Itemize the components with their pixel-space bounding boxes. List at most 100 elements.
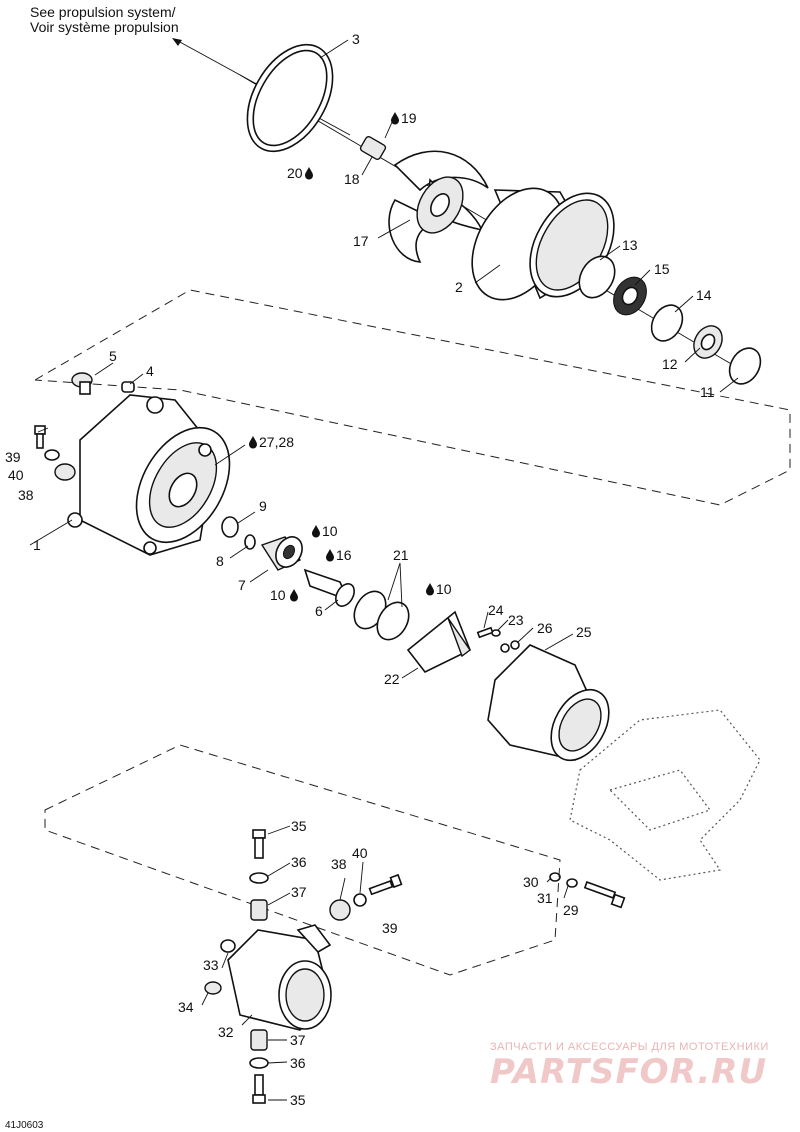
part-39-screw-right bbox=[368, 873, 403, 896]
part-39-screw-left bbox=[34, 425, 46, 449]
leader-lines bbox=[29, 39, 739, 1101]
watermark-brand: PARTSFOR.RU bbox=[490, 1052, 767, 1092]
part-11-o-ring bbox=[728, 347, 762, 385]
oil-drop-icon bbox=[391, 112, 399, 125]
callout-23: 23 bbox=[508, 612, 524, 628]
callout-1: 1 bbox=[33, 537, 41, 553]
callout-15: 15 bbox=[654, 261, 670, 277]
part-2-liner bbox=[471, 187, 615, 301]
callout-18: 18 bbox=[344, 171, 360, 187]
part-24-screw bbox=[476, 626, 494, 639]
callout-31: 31 bbox=[537, 890, 553, 906]
callout-37-upper: 37 bbox=[291, 884, 307, 900]
callout-12: 12 bbox=[662, 356, 678, 372]
part-37-bushing-lower bbox=[250, 1029, 268, 1051]
oil-drop-icon bbox=[426, 583, 434, 596]
reference-note-line-2: Voir système propulsion bbox=[30, 19, 179, 35]
part-33-nut bbox=[220, 939, 236, 953]
oil-drop-icon bbox=[305, 167, 313, 180]
callout-24: 24 bbox=[488, 602, 504, 618]
part-18-sleeve bbox=[359, 135, 387, 161]
figure-code: 41J0603 bbox=[5, 1120, 44, 1131]
callout-19: 19 bbox=[401, 110, 417, 126]
part-4-pin bbox=[121, 381, 135, 393]
callout-labels: 3 19 20 18 17 2 13 15 14 12 11 5 4 27,28… bbox=[5, 31, 715, 1108]
part-26-o-ring-a bbox=[500, 643, 510, 653]
callout-35-lower: 35 bbox=[290, 1092, 306, 1108]
part-7-bearing bbox=[260, 536, 303, 571]
part-1-pump-housing bbox=[67, 394, 231, 556]
part-13-snap-ring bbox=[578, 255, 616, 299]
callout-40-left: 40 bbox=[8, 467, 24, 483]
part-35-bolt-upper bbox=[252, 829, 266, 859]
part-29-bolt bbox=[583, 881, 626, 909]
callout-40-right: 40 bbox=[352, 845, 368, 861]
callout-7: 7 bbox=[238, 577, 246, 593]
reference-note-line-1: See propulsion system/ bbox=[30, 4, 176, 20]
callout-22: 22 bbox=[384, 671, 400, 687]
callout-39-left: 39 bbox=[5, 449, 21, 465]
callout-6: 6 bbox=[315, 603, 323, 619]
callout-36-lower: 36 bbox=[290, 1055, 306, 1071]
part-36-washer-upper bbox=[249, 872, 269, 884]
callout-10-a: 10 bbox=[322, 523, 338, 539]
callout-17: 17 bbox=[353, 233, 369, 249]
callout-16: 16 bbox=[336, 547, 352, 563]
callout-38-right: 38 bbox=[331, 856, 347, 872]
part-31-washer bbox=[566, 878, 578, 888]
callout-26: 26 bbox=[537, 620, 553, 636]
callout-37-lower: 37 bbox=[290, 1032, 306, 1048]
callout-11: 11 bbox=[700, 384, 715, 400]
callout-10-b: 10 bbox=[270, 587, 286, 603]
oil-drop-icon bbox=[312, 525, 320, 538]
part-22-cone bbox=[406, 610, 472, 674]
part-3-wear-ring bbox=[246, 43, 334, 153]
callout-35-upper: 35 bbox=[291, 818, 307, 834]
callout-33: 33 bbox=[203, 957, 219, 973]
callout-25: 25 bbox=[576, 624, 592, 640]
hull-bracket-detail bbox=[608, 769, 711, 831]
callout-27-28: 27,28 bbox=[259, 434, 294, 450]
callout-3: 3 bbox=[352, 31, 360, 47]
part-15-seal bbox=[613, 276, 647, 316]
callout-14: 14 bbox=[696, 287, 712, 303]
callout-5: 5 bbox=[109, 348, 117, 364]
hull-bracket-outline bbox=[569, 709, 761, 881]
part-9-ring bbox=[221, 516, 239, 538]
part-23-washer bbox=[491, 629, 501, 637]
part-26-o-ring-b bbox=[510, 640, 520, 650]
callout-29: 29 bbox=[563, 902, 579, 918]
part-30-washer bbox=[549, 872, 561, 882]
callout-38-left: 38 bbox=[18, 487, 34, 503]
callout-8: 8 bbox=[216, 553, 224, 569]
part-6-shaft bbox=[303, 568, 355, 607]
callout-39-right: 39 bbox=[382, 920, 398, 936]
callout-36-upper: 36 bbox=[291, 854, 307, 870]
part-34-nut bbox=[204, 981, 222, 995]
part-8-o-ring bbox=[244, 534, 256, 550]
callout-9: 9 bbox=[259, 498, 267, 514]
part-12-bearing bbox=[693, 325, 723, 359]
part-40-washer-right bbox=[353, 893, 367, 907]
oil-drop-icon bbox=[290, 589, 298, 602]
part-17-impeller bbox=[388, 150, 489, 263]
part-36-washer-lower bbox=[249, 1057, 269, 1069]
reference-arrowhead bbox=[172, 38, 182, 46]
callout-2: 2 bbox=[455, 279, 463, 295]
oil-drop-icon bbox=[326, 549, 334, 562]
watermark-tagline: ЗАПЧАСТИ И АКСЕССУАРЫ ДЛЯ МОТОТЕХНИКИ bbox=[490, 1041, 769, 1053]
part-5-plug bbox=[71, 372, 93, 395]
part-37-bushing-upper bbox=[250, 899, 268, 921]
callout-21: 21 bbox=[393, 547, 409, 563]
callout-30: 30 bbox=[523, 874, 539, 890]
oil-drop-icon bbox=[249, 436, 257, 449]
callout-20: 20 bbox=[287, 165, 303, 181]
part-32-nozzle bbox=[227, 924, 332, 1031]
part-25-venturi bbox=[487, 644, 610, 762]
part-35-bolt-lower bbox=[252, 1074, 266, 1104]
part-14-ring bbox=[650, 304, 684, 342]
callout-10-c: 10 bbox=[436, 581, 452, 597]
part-38-bushing-left bbox=[54, 463, 76, 481]
callout-13: 13 bbox=[622, 237, 638, 253]
